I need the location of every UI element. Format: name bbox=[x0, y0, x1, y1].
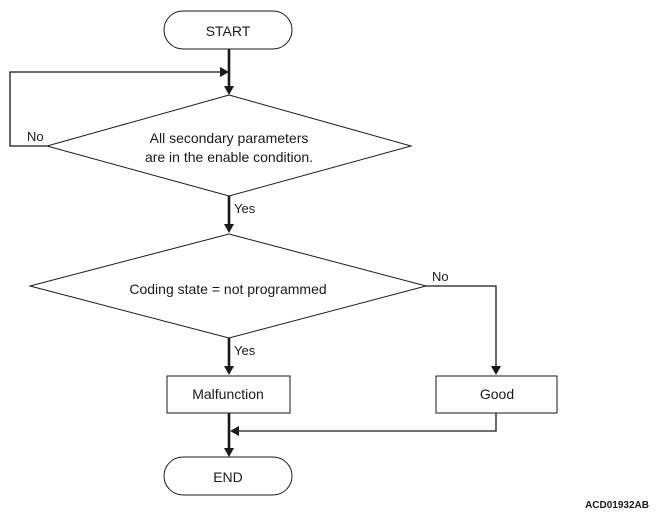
end-label: END bbox=[213, 469, 243, 485]
decision1-node: All secondary parameters are in the enab… bbox=[45, 94, 413, 197]
arrowhead-malfunction bbox=[224, 366, 234, 375]
decision1-label-line2: are in the enable condition. bbox=[145, 149, 313, 165]
decision2-node: Coding state = not programmed bbox=[28, 233, 428, 339]
decision1-yes-label: Yes bbox=[234, 201, 256, 216]
malfunction-label: Malfunction bbox=[192, 386, 264, 402]
good-label: Good bbox=[480, 386, 514, 402]
decision1-label-line1: All secondary parameters bbox=[150, 130, 309, 146]
decision2-yes-label: Yes bbox=[234, 343, 256, 358]
decision1-no-label: No bbox=[27, 129, 44, 144]
arrowhead-loop-back bbox=[220, 67, 229, 77]
arrowhead-good bbox=[491, 366, 501, 375]
connector-decision2-no bbox=[426, 285, 497, 370]
malfunction-box bbox=[166, 375, 291, 414]
end-node: END bbox=[163, 456, 293, 496]
arrowhead-merge bbox=[230, 426, 239, 436]
start-label: START bbox=[206, 23, 251, 39]
figure-code: ACD01932AB bbox=[585, 500, 649, 511]
start-node: START bbox=[163, 10, 293, 50]
decision2-no-label: No bbox=[432, 269, 449, 284]
end-terminator-shape bbox=[163, 456, 293, 496]
good-box bbox=[435, 375, 558, 414]
arrowhead-decision1 bbox=[224, 86, 234, 95]
connector-decision1-no-loop bbox=[9, 71, 222, 147]
connector-good-to-merge bbox=[237, 413, 497, 432]
decision2-label: Coding state = not programmed bbox=[129, 281, 326, 297]
good-node: Good bbox=[435, 375, 558, 414]
arrowhead-end bbox=[224, 448, 234, 457]
malfunction-node: Malfunction bbox=[166, 375, 291, 414]
arrowhead-decision2 bbox=[224, 224, 234, 233]
